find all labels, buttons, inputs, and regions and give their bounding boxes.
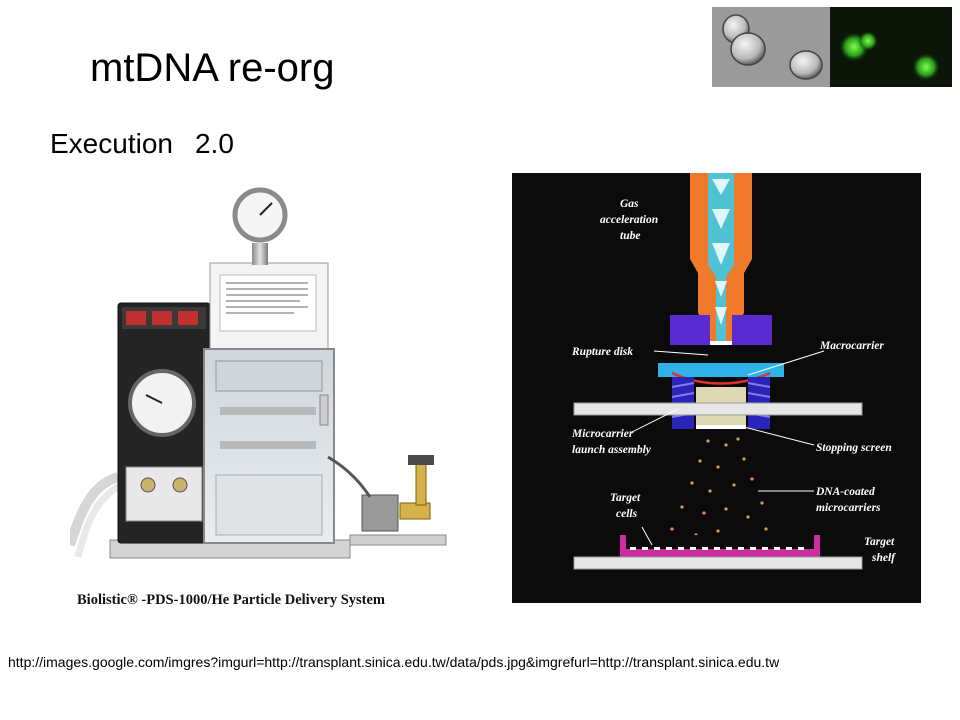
yeast-cell — [789, 50, 823, 80]
subtitle-text: Execution — [50, 128, 173, 159]
biolistic-device-photo — [70, 187, 447, 559]
leader-lines — [629, 350, 825, 546]
yeast-cell — [730, 32, 766, 66]
label-target-shelf: Target — [864, 536, 895, 548]
label-target-cells: Target — [610, 492, 641, 504]
label-gas-acceleration: acceleration — [600, 214, 658, 226]
mitochondria-signal — [912, 53, 940, 81]
label-tube: tube — [620, 230, 640, 242]
slide-subtitle: Execution 2.0 — [50, 128, 234, 160]
label-gas: Gas — [620, 198, 639, 210]
device-caption: Biolistic® -PDS-1000/He Particle Deliver… — [77, 592, 386, 608]
gene-gun-schematic: Gas acceleration tube Rupture disk Macro… — [512, 173, 921, 603]
label-microcarriers: microcarriers — [816, 502, 881, 514]
rupture-disk — [710, 341, 732, 345]
label-shelf: shelf — [871, 552, 896, 564]
rupture-disk-housing — [670, 315, 710, 345]
label-macrocarrier: Macrocarrier — [819, 340, 884, 352]
gas-flow-arrows — [712, 179, 730, 325]
label-stopping-screen: Stopping screen — [816, 442, 892, 454]
chamber-shelf — [573, 402, 863, 416]
target-shelf — [573, 556, 863, 570]
target-cells — [630, 547, 804, 550]
label-microcarrier: Microcarrier — [571, 428, 634, 440]
label-launch-assembly: launch assembly — [572, 444, 652, 456]
macrocarrier — [671, 371, 771, 385]
yeast-microscopy-image — [712, 7, 952, 87]
slide-title: mtDNA re-org — [90, 46, 335, 90]
label-cells: cells — [616, 508, 638, 520]
source-url: http://images.google.com/imgres?imgurl=h… — [8, 654, 780, 670]
label-rupture-disk: Rupture disk — [571, 346, 633, 358]
mitochondria-signal — [858, 31, 878, 51]
stopping-screen — [696, 425, 746, 429]
version-number: 2.0 — [194, 128, 234, 159]
label-dna-coated: DNA-coated — [815, 486, 875, 498]
